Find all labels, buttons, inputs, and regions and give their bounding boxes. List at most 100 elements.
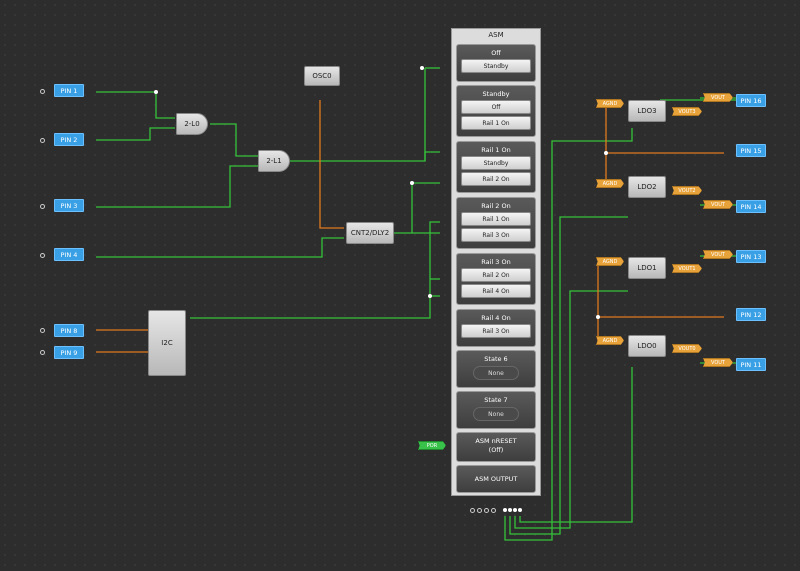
state-6[interactable]: State 6 None bbox=[456, 350, 536, 388]
output-port-dot[interactable] bbox=[518, 508, 522, 512]
state-name: Rail 4 On bbox=[481, 314, 511, 322]
vout-tag: VOUT bbox=[703, 200, 733, 209]
transition-button[interactable]: Standby bbox=[461, 59, 531, 73]
vout-tag: VOUT bbox=[703, 93, 733, 102]
port-dot[interactable] bbox=[40, 89, 45, 94]
asm-output-label: ASM OUTPUT bbox=[474, 475, 518, 483]
wire bbox=[509, 216, 628, 535]
state-name: Rail 3 On bbox=[481, 258, 511, 266]
output-port-dot[interactable] bbox=[503, 508, 507, 512]
vout-tag: VOUT bbox=[703, 358, 733, 367]
asm-block[interactable]: ASM Off Standby Standby Off Rail 1 On Ra… bbox=[451, 28, 541, 496]
ldo1-block[interactable]: LDO1 bbox=[628, 257, 666, 279]
port-dot[interactable] bbox=[40, 350, 45, 355]
pin-9[interactable]: PIN 9 bbox=[54, 346, 84, 359]
port-dot[interactable] bbox=[40, 138, 45, 143]
pin-8[interactable]: PIN 8 bbox=[54, 324, 84, 337]
junction-dot bbox=[596, 315, 600, 319]
pin-12[interactable]: PIN 12 bbox=[736, 308, 766, 321]
agnd-tag: AGND bbox=[596, 336, 624, 345]
pin-1[interactable]: PIN 1 bbox=[54, 84, 84, 97]
state-off[interactable]: Off Standby bbox=[456, 44, 536, 82]
pin-4[interactable]: PIN 4 bbox=[54, 248, 84, 261]
ldo0-block[interactable]: LDO0 bbox=[628, 335, 666, 357]
pin-3[interactable]: PIN 3 bbox=[54, 199, 84, 212]
state-7[interactable]: State 7 None bbox=[456, 391, 536, 429]
lut-2-l0[interactable]: 2-L0 bbox=[176, 113, 208, 135]
port-dot[interactable] bbox=[40, 204, 45, 209]
transition-none[interactable]: None bbox=[473, 366, 519, 380]
port-dot[interactable] bbox=[40, 253, 45, 258]
output-port-dot[interactable] bbox=[491, 508, 496, 513]
state-name: State 7 bbox=[484, 396, 508, 404]
output-port-dot[interactable] bbox=[513, 508, 517, 512]
vout-tag: VOUT bbox=[703, 250, 733, 259]
state-name: Rail 2 On bbox=[481, 202, 511, 210]
transition-button[interactable]: Rail 2 On bbox=[461, 172, 531, 186]
output-port-dot[interactable] bbox=[484, 508, 489, 513]
wire bbox=[504, 140, 600, 541]
transition-none[interactable]: None bbox=[473, 407, 519, 421]
state-name: Rail 1 On bbox=[481, 146, 511, 154]
agnd-tag: AGND bbox=[596, 99, 624, 108]
state-rail-2-on[interactable]: Rail 2 On Rail 1 On Rail 3 On bbox=[456, 197, 536, 249]
junction-dot bbox=[410, 181, 414, 185]
osc0-block[interactable]: OSC0 bbox=[304, 66, 340, 86]
pin-11[interactable]: PIN 11 bbox=[736, 358, 766, 371]
state-standby[interactable]: Standby Off Rail 1 On bbox=[456, 85, 536, 137]
wire bbox=[600, 128, 633, 142]
wire bbox=[519, 367, 633, 523]
pin-14[interactable]: PIN 14 bbox=[736, 200, 766, 213]
transition-button[interactable]: Rail 2 On bbox=[461, 268, 531, 282]
wire bbox=[96, 127, 175, 141]
output-port-dot[interactable] bbox=[470, 508, 475, 513]
vout0-tag: VOUT0 bbox=[672, 344, 702, 353]
lut-2-l1[interactable]: 2-L1 bbox=[258, 150, 290, 172]
transition-button[interactable]: Rail 1 On bbox=[461, 116, 531, 130]
state-rail-1-on[interactable]: Rail 1 On Standby Rail 2 On bbox=[456, 141, 536, 193]
state-rail-3-on[interactable]: Rail 3 On Rail 2 On Rail 4 On bbox=[456, 253, 536, 305]
pin-16[interactable]: PIN 16 bbox=[736, 94, 766, 107]
wire bbox=[319, 100, 344, 229]
junction-dot bbox=[154, 90, 158, 94]
state-name: Off bbox=[491, 49, 501, 57]
transition-button[interactable]: Rail 1 On bbox=[461, 212, 531, 226]
vout3-tag: VOUT3 bbox=[672, 107, 702, 116]
asm-nreset[interactable]: ASM nRESET (Off) bbox=[456, 432, 536, 462]
ldo2-block[interactable]: LDO2 bbox=[628, 176, 666, 198]
pin-15[interactable]: PIN 15 bbox=[736, 144, 766, 157]
asm-output[interactable]: ASM OUTPUT bbox=[456, 465, 536, 493]
wire bbox=[96, 91, 175, 119]
pin-13[interactable]: PIN 13 bbox=[736, 250, 766, 263]
asm-title: ASM bbox=[488, 31, 504, 39]
state-name: Standby bbox=[482, 90, 510, 98]
transition-button[interactable]: Standby bbox=[461, 156, 531, 170]
transition-button[interactable]: Rail 3 On bbox=[461, 324, 531, 338]
transition-button[interactable]: Rail 4 On bbox=[461, 284, 531, 298]
wire bbox=[514, 290, 628, 529]
wire bbox=[394, 182, 440, 234]
agnd-tag: AGND bbox=[596, 257, 624, 266]
state-name: State 6 bbox=[484, 355, 508, 363]
output-port-dot[interactable] bbox=[477, 508, 482, 513]
agnd-tag: AGND bbox=[596, 179, 624, 188]
port-dot[interactable] bbox=[40, 328, 45, 333]
transition-button[interactable]: Off bbox=[461, 100, 531, 114]
vout2-tag: VOUT2 bbox=[672, 186, 702, 195]
wire bbox=[190, 221, 440, 319]
transition-button[interactable]: Rail 3 On bbox=[461, 228, 531, 242]
state-rail-4-on[interactable]: Rail 4 On Rail 3 On bbox=[456, 309, 536, 347]
wire bbox=[96, 237, 344, 258]
wire bbox=[290, 151, 440, 162]
nreset-value: (Off) bbox=[488, 446, 504, 454]
ldo3-block[interactable]: LDO3 bbox=[628, 100, 666, 122]
i2c-block[interactable]: I2C bbox=[148, 310, 186, 376]
cnt2-dly2-block[interactable]: CNT2/DLY2 bbox=[346, 222, 394, 244]
junction-dot bbox=[420, 66, 424, 70]
por-tag: POR bbox=[418, 441, 446, 450]
output-port-dot[interactable] bbox=[508, 508, 512, 512]
wire bbox=[210, 123, 258, 157]
pin-2[interactable]: PIN 2 bbox=[54, 133, 84, 146]
